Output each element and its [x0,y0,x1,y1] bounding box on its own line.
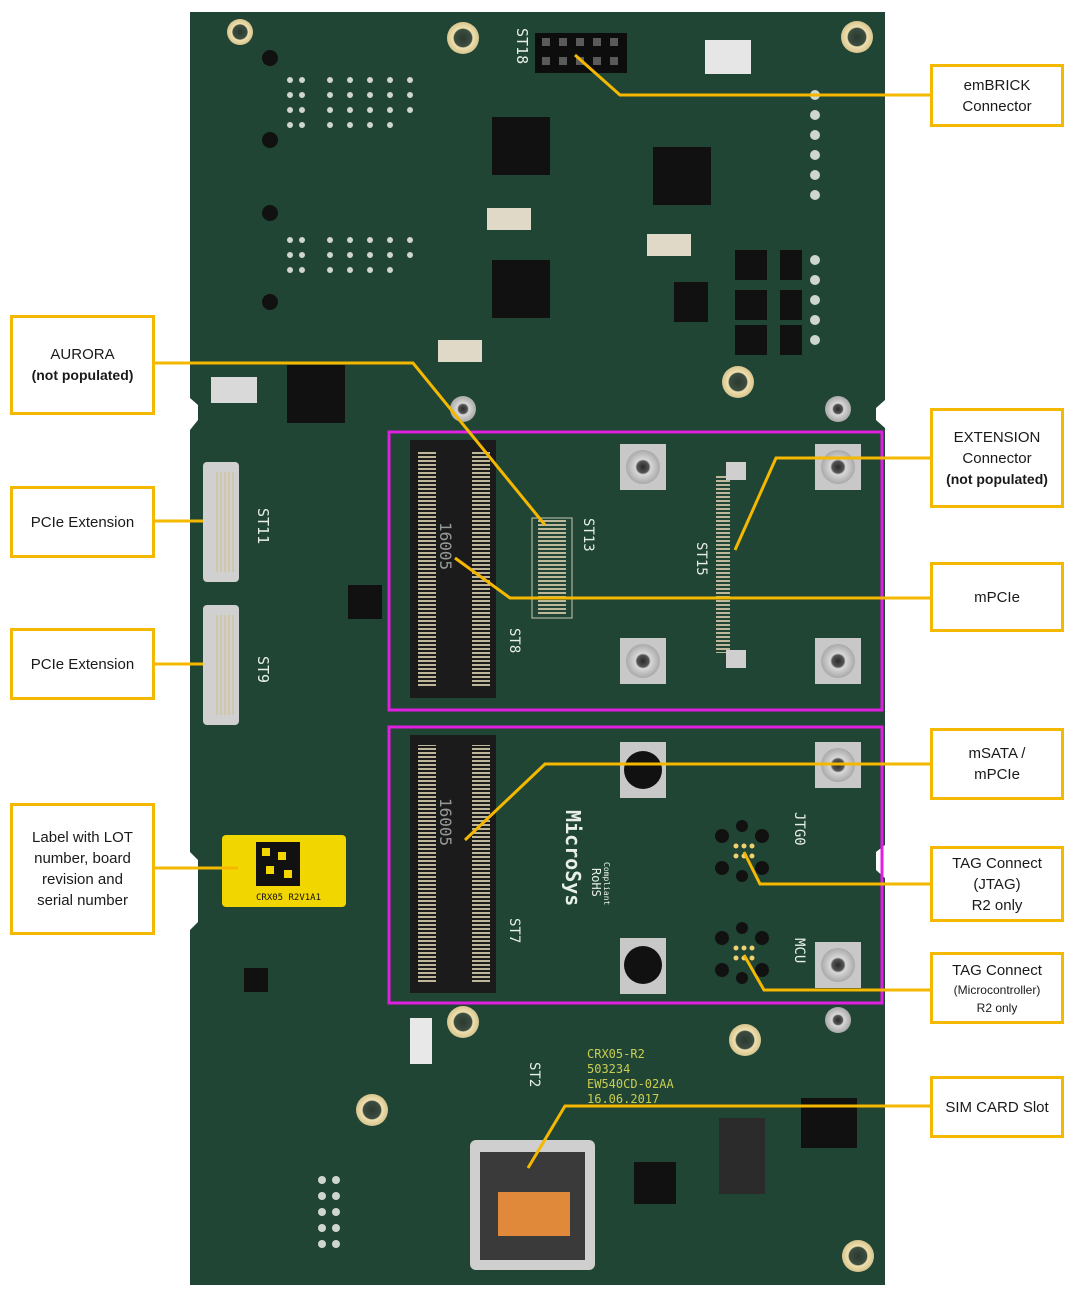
callout-tag-jtag-line1: TAG Connect [952,854,1042,872]
pcie-extension-connectors [203,462,239,725]
callout-tag-jtag-line2: (JTAG) [973,875,1021,893]
silk-mcu: MCU [791,938,807,963]
callout-msata-line2: mPCIe [974,766,1020,783]
callout-aurora-line2: (not populated) [31,367,134,383]
callout-pcie-extension-2-line1: PCIe Extension [30,655,135,673]
callout-tag-mcu-line2: (Microcontroller) [953,982,1041,997]
integrated-circuits [211,40,857,1204]
silk-st11: ST11 [254,508,272,544]
callout-label-lot-line1: Label with LOT [32,829,133,846]
callout-embrick: emBRICK Connector [930,64,1064,127]
extension-connector-footprint [716,462,746,668]
callout-embrick-line1: emBRICK [963,76,1031,94]
silk-board-line4: 16.06.2017 [587,1092,659,1106]
silk-st2: ST2 [526,1062,542,1087]
callout-sim: SIM CARD Slot [930,1076,1064,1138]
silk-jtg0: JTG0 [791,812,807,846]
callout-msata-line1: mSATA / [968,745,1026,762]
silk-st7: ST7 [506,918,522,943]
callout-extension-line1: EXTENSION [953,428,1041,446]
callout-pcie-extension-2: PCIe Extension [10,628,155,700]
callout-tag-mcu: TAG Connect (Microcontroller) R2 only [930,952,1064,1024]
silk-rohs-2: Compliant [602,862,611,906]
callout-tag-mcu-line3: R2 only [976,1000,1018,1015]
mpcie-highlight-box [387,430,884,712]
via-field [262,50,820,1248]
embrick-connector [535,33,627,73]
mounting-holes [227,19,874,1272]
callout-label-lot-line4: serial number [37,892,128,909]
callout-tag-mcu-line1: TAG Connect [952,961,1042,979]
callout-pcie-extension-1-line1: PCIe Extension [30,513,135,531]
tag-connect-footprints [715,820,769,984]
callout-mpcie-line1: mPCIe [974,588,1020,606]
silk-brand: MicroSys [561,810,585,906]
silk-connector-mark-2: 16005 [436,798,455,846]
silk-st13: ST13 [580,518,596,552]
callout-label-lot-line2: number, board [34,850,131,867]
callout-extension-line3: (not populated) [946,470,1048,487]
silk-connector-mark-1: 16005 [436,522,455,570]
silk-rohs-1: RoHS [589,868,603,897]
silk-board-line3: EW540CD-02AA [587,1077,674,1091]
callout-label-lot-line3: revision and [42,871,123,888]
callout-aurora: AURORA (not populated) [10,315,155,415]
callout-extension-line2: Connector [962,449,1032,467]
sim-card-slot [470,1140,595,1270]
callout-extension: EXTENSION Connector (not populated) [930,408,1064,508]
mpcie-connectors [410,440,573,993]
label-id-text: CRX05 R2V1A1 [256,893,321,903]
callout-leader-lines [155,53,930,1169]
callout-sim-line1: SIM CARD Slot [945,1098,1049,1116]
label-sticker: CRX05 R2V1A1 [222,835,346,907]
silk-st15: ST15 [693,542,709,576]
silk-st9: ST9 [254,656,272,683]
silk-st8: ST8 [506,628,522,653]
callout-label-lot: Label with LOT number, board revision an… [10,803,155,935]
callout-tag-jtag: TAG Connect (JTAG) R2 only [930,846,1064,922]
pcb-body [190,12,885,1285]
msata-highlight-box [387,725,884,1005]
callout-aurora-line1: AURORA [50,346,115,363]
callout-msata: mSATA / mPCIe [930,728,1064,800]
silk-board-line1: CRX05-R2 [587,1047,645,1061]
callout-mpcie: mPCIe [930,562,1064,632]
silk-st18: ST18 [513,28,531,64]
silk-board-line2: 503234 [587,1062,630,1076]
callout-embrick-line2: Connector [962,97,1032,115]
callout-tag-jtag-line3: R2 only [971,896,1023,914]
callout-pcie-extension-1: PCIe Extension [10,486,155,558]
